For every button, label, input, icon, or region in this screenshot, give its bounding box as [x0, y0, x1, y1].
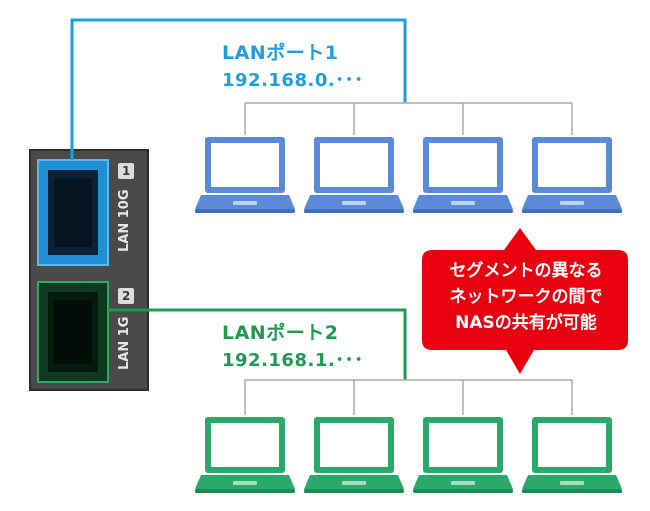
- port1-laptops: [195, 137, 622, 213]
- port2-laptop-icon-1: [195, 417, 295, 493]
- lan-port-1: [37, 159, 109, 266]
- callout-line-1: セグメントの異なる: [449, 261, 603, 281]
- port2-hub-tree: [244, 379, 573, 415]
- port1-laptop-icon-3: [413, 137, 513, 213]
- callout-line-2: ネットワークの間で: [449, 287, 603, 307]
- port-number-badge-2: [118, 288, 134, 304]
- callout-text: セグメントの異なる ネットワークの間で NASの共有が可能: [426, 258, 626, 336]
- port2-speed-label: LAN 1G: [117, 316, 132, 370]
- lan-port-2: [37, 281, 109, 383]
- port1-number: 1: [122, 164, 131, 178]
- port1-hub-tree: [244, 102, 573, 135]
- port1-laptop-icon-2: [304, 137, 404, 213]
- port1-name: LANポート1: [222, 42, 339, 64]
- port2-number: 2: [122, 289, 131, 303]
- port2-laptop-icon-4: [522, 417, 622, 493]
- port-number-badge-1: [118, 163, 134, 179]
- port1-laptop-icon-4: [522, 137, 622, 213]
- port1-speed-label: LAN 10G: [117, 189, 132, 252]
- port1-laptop-icon-1: [195, 137, 295, 213]
- callout-bubble: [422, 228, 628, 374]
- port2-laptop-icon-3: [413, 417, 513, 493]
- port2-ip: 192.168.1.･･･: [222, 350, 364, 371]
- port1-ip: 192.168.0.･･･: [222, 70, 364, 91]
- port1-connection-line: [70, 18, 407, 160]
- port2-name: LANポート2: [222, 322, 339, 344]
- port2-laptops: [195, 417, 622, 493]
- port2-laptop-icon-2: [304, 417, 404, 493]
- callout-line-3: NASの共有が可能: [455, 313, 597, 333]
- port2-connection-line: [108, 308, 407, 380]
